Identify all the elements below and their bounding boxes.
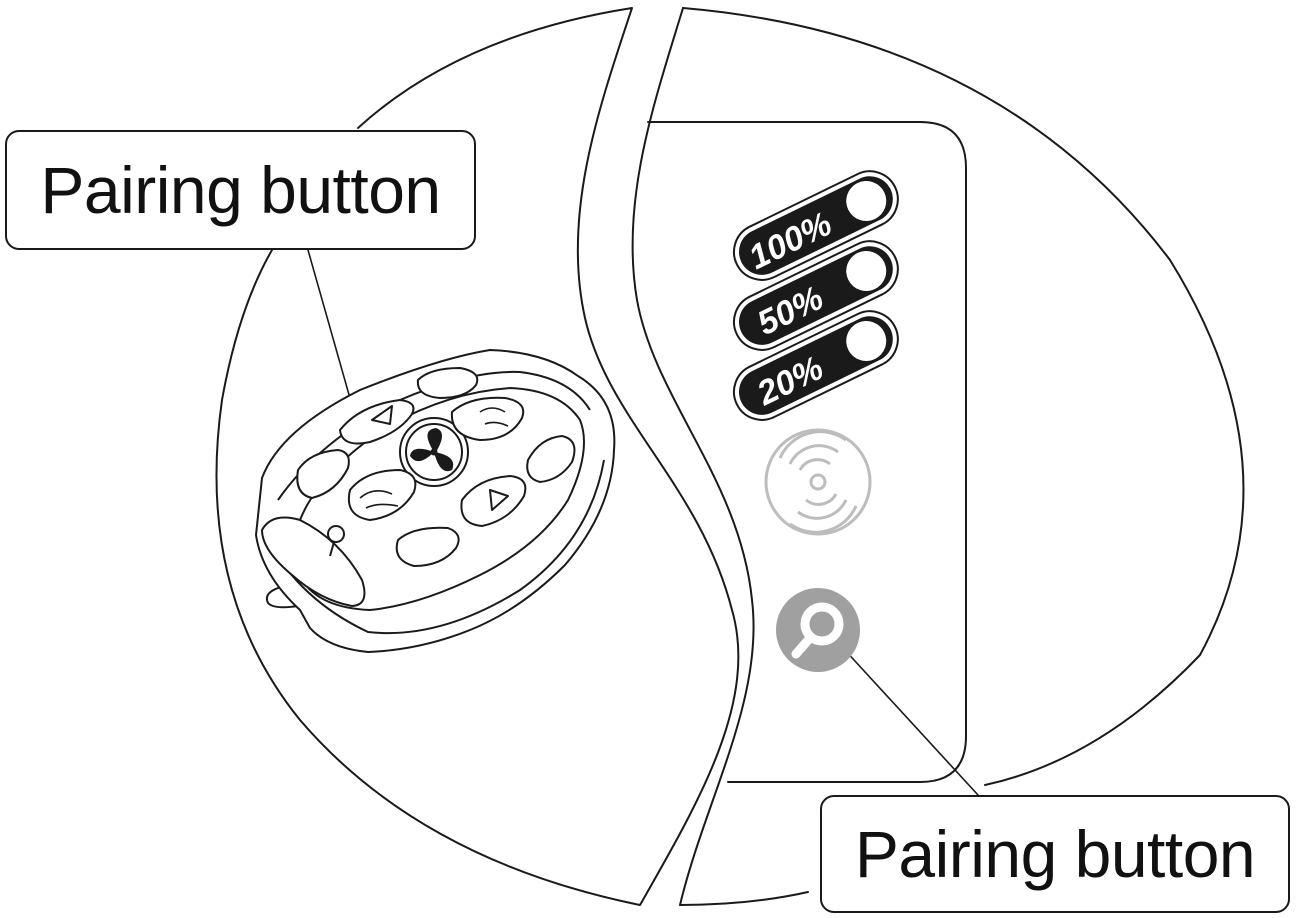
remote-pairing-key-icon	[327, 525, 345, 557]
indicator-100	[732, 170, 899, 281]
pairing-button-label-device: Pairing button	[820, 795, 1290, 913]
wireless-signal-icon	[764, 428, 872, 536]
pairing-key-icon	[776, 588, 860, 672]
device-panel	[647, 121, 967, 783]
pairing-button-label-text-left: Pairing button	[40, 153, 441, 227]
remote-button-bottom	[395, 526, 460, 567]
leader-line-right	[842, 647, 979, 796]
remote-button-top	[416, 367, 479, 399]
remote-button-forward	[348, 469, 417, 521]
right-circle-arc	[682, 7, 1245, 786]
fan-remote	[255, 349, 616, 653]
fan-icon	[410, 428, 454, 472]
pairing-button-label-text-right: Pairing button	[854, 817, 1256, 891]
right-circle-outline	[631, 7, 809, 906]
remote-button-right	[526, 435, 576, 483]
remote-button-reverse	[450, 396, 525, 441]
indicator-20	[732, 310, 899, 421]
indicator-group: 100% 50% 20%	[732, 170, 899, 421]
pairing-button-label-remote: Pairing button	[5, 130, 476, 250]
remote-button-left	[296, 449, 350, 499]
left-circle-outline	[215, 7, 740, 906]
indicator-50	[732, 240, 899, 351]
